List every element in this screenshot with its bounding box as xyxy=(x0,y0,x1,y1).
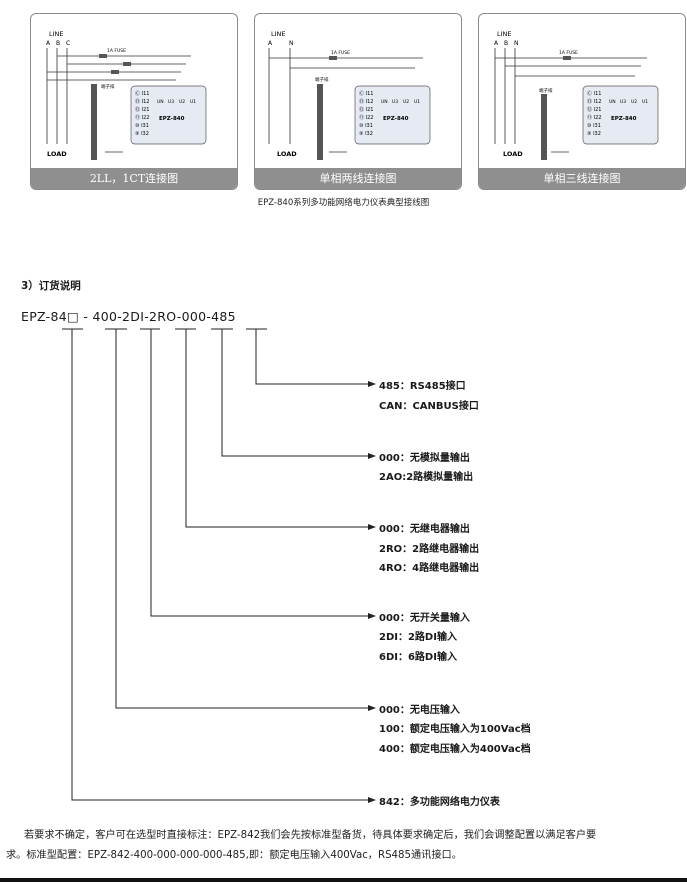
svg-text:U2: U2 xyxy=(179,99,185,105)
svg-text:U3: U3 xyxy=(168,99,174,105)
svg-text:⑪ I22: ⑪ I22 xyxy=(135,114,149,121)
svg-text:⑫ I21: ⑫ I21 xyxy=(587,106,601,113)
svg-text:⑪ I22: ⑪ I22 xyxy=(587,114,601,121)
diagram-caption: 单相两线连接图 xyxy=(255,168,461,189)
device-label: EPZ-840 xyxy=(383,116,409,122)
option-voltage-2: 100：额定电压输入为100Vac档 xyxy=(379,724,531,735)
svg-text:⑨ I32: ⑨ I32 xyxy=(587,131,601,137)
option-di-3: 6DI：6路DI输入 xyxy=(379,652,457,663)
svg-text:U3: U3 xyxy=(620,99,626,105)
fuse-label: 1A FUSE xyxy=(331,50,350,56)
device-box xyxy=(130,85,207,145)
svg-text:⑬ I12: ⑬ I12 xyxy=(359,98,373,105)
diagram-caption: 单相三线连接图 xyxy=(479,168,685,189)
wiring-diagram-2ll-1ct: LINE A B C 1A FUSE 端子排 Ⓒ I11 ⑬ I12 ⑫ I21… xyxy=(30,13,238,190)
svg-text:⑨ I32: ⑨ I32 xyxy=(359,131,373,137)
phase-c-label: C xyxy=(66,40,70,47)
diagram-schematic: LINE A N 1A FUSE 端子排 Ⓒ I11 ⑬ I12 ⑫ I21 ⑪… xyxy=(268,30,431,160)
section-heading: 3）订货说明 xyxy=(21,280,81,292)
fuse-label: 1A FUSE xyxy=(559,50,578,56)
svg-text:⑬ I12: ⑬ I12 xyxy=(587,98,601,105)
load-label: LOAD xyxy=(503,150,523,158)
terminal-label: 端子排 xyxy=(101,83,115,90)
line-label: LINE xyxy=(271,30,286,38)
phase-b-label: B xyxy=(56,40,60,47)
svg-text:U2: U2 xyxy=(631,99,637,105)
terminal-label: 端子排 xyxy=(539,87,553,94)
bottom-rule xyxy=(0,878,687,882)
svg-text:⑩ I31: ⑩ I31 xyxy=(359,123,373,129)
svg-text:⑫ I21: ⑫ I21 xyxy=(359,106,373,113)
option-ro-3: 4RO：4路继电器输出 xyxy=(379,563,480,574)
option-ao-2: 2AO:2路模拟量输出 xyxy=(379,472,474,483)
model-code: EPZ-84□ - 400-2DI-2RO-000-485 xyxy=(21,309,236,324)
svg-text:U3: U3 xyxy=(392,99,398,105)
svg-text:U1: U1 xyxy=(642,99,648,105)
svg-text:UN: UN xyxy=(157,99,164,105)
option-di-1: 000：无开关量输入 xyxy=(379,613,470,624)
terminal-label: 端子排 xyxy=(315,76,329,83)
option-series-1: 842：多功能网络电力仪表 xyxy=(379,797,500,808)
svg-text:U2: U2 xyxy=(403,99,409,105)
svg-text:Ⓒ I11: Ⓒ I11 xyxy=(587,90,601,97)
svg-text:⑩ I31: ⑩ I31 xyxy=(135,123,149,129)
diagram-schematic: LINE A B N 1A FUSE 端子排 Ⓒ I11 ⑬ I12 ⑫ I21… xyxy=(494,30,659,160)
svg-text:Ⓒ I11: Ⓒ I11 xyxy=(135,90,149,97)
figure-caption: EPZ-840系列多功能网络电力仪表典型接线图 xyxy=(257,198,430,208)
svg-text:⑨ I32: ⑨ I32 xyxy=(135,131,149,137)
phase-a-label: A xyxy=(268,40,273,47)
line-label: LINE xyxy=(49,30,64,38)
model-part-ao: 000 xyxy=(181,309,207,324)
note-line-1: 若要求不确定，客户可在选型时直接标注：EPZ-842我们会先按标准型备货，待具体… xyxy=(24,830,597,841)
device-box xyxy=(354,85,431,145)
device-label: EPZ-840 xyxy=(611,116,637,122)
svg-text:UN: UN xyxy=(609,99,616,105)
note-line-2: 求。标准型配置：EPZ-842-400-000-000-000-485,即：额定… xyxy=(6,850,462,861)
phase-a-label: A xyxy=(46,40,51,47)
option-ro-1: 000：无继电器输出 xyxy=(379,524,470,535)
option-voltage-1: 000：无电压输入 xyxy=(379,705,460,716)
device-label: EPZ-840 xyxy=(159,116,185,122)
terminal-strip xyxy=(91,84,97,160)
terminal-strip xyxy=(317,84,323,160)
wiring-diagram-single-phase-two-wire: LINE A N 1A FUSE 端子排 Ⓒ I11 ⑬ I12 ⑫ I21 ⑪… xyxy=(254,13,462,190)
diagram-schematic: LINE A B C 1A FUSE 端子排 Ⓒ I11 ⑬ I12 ⑫ I21… xyxy=(46,30,207,160)
svg-text:Ⓒ I11: Ⓒ I11 xyxy=(359,90,373,97)
model-part-series: EPZ-84□ xyxy=(21,309,80,324)
terminal-strip xyxy=(541,94,547,160)
svg-text:⑩ I31: ⑩ I31 xyxy=(587,123,601,129)
phase-a-label: A xyxy=(494,40,499,47)
svg-text:U1: U1 xyxy=(190,99,196,105)
option-comm-1: 485：RS485接口 xyxy=(379,381,466,392)
option-ro-2: 2RO：2路继电器输出 xyxy=(379,544,480,555)
phase-b-label: B xyxy=(504,40,508,47)
load-label: LOAD xyxy=(277,150,297,158)
device-box xyxy=(582,85,659,145)
line-label: LINE xyxy=(497,30,512,38)
svg-text:UN: UN xyxy=(381,99,388,105)
option-di-2: 2DI：2路DI输入 xyxy=(379,632,457,643)
model-part-ro: 2RO xyxy=(149,309,177,324)
svg-text:⑪ I22: ⑪ I22 xyxy=(359,114,373,121)
model-part-voltage: 400 xyxy=(92,309,118,324)
phase-n-label: N xyxy=(289,40,294,47)
option-ao-1: 000：无模拟量输出 xyxy=(379,453,470,464)
fuse-label: 1A FUSE xyxy=(107,48,126,54)
wiring-diagram-single-phase-three-wire: LINE A B N 1A FUSE 端子排 Ⓒ I11 ⑬ I12 ⑫ I21… xyxy=(478,13,686,190)
option-comm-2: CAN：CANBUS接口 xyxy=(379,401,479,412)
load-label: LOAD xyxy=(47,150,67,158)
model-part-di: 2DI xyxy=(122,309,145,324)
svg-text:U1: U1 xyxy=(414,99,420,105)
svg-text:⑫ I21: ⑫ I21 xyxy=(135,106,149,113)
model-part-comm: 485 xyxy=(211,309,236,324)
phase-n-label: N xyxy=(514,40,519,47)
svg-text:⑬ I12: ⑬ I12 xyxy=(135,98,149,105)
diagram-caption: 2LL，1CT连接图 xyxy=(31,168,237,189)
option-voltage-3: 400：额定电压输入为400Vac档 xyxy=(379,744,531,755)
